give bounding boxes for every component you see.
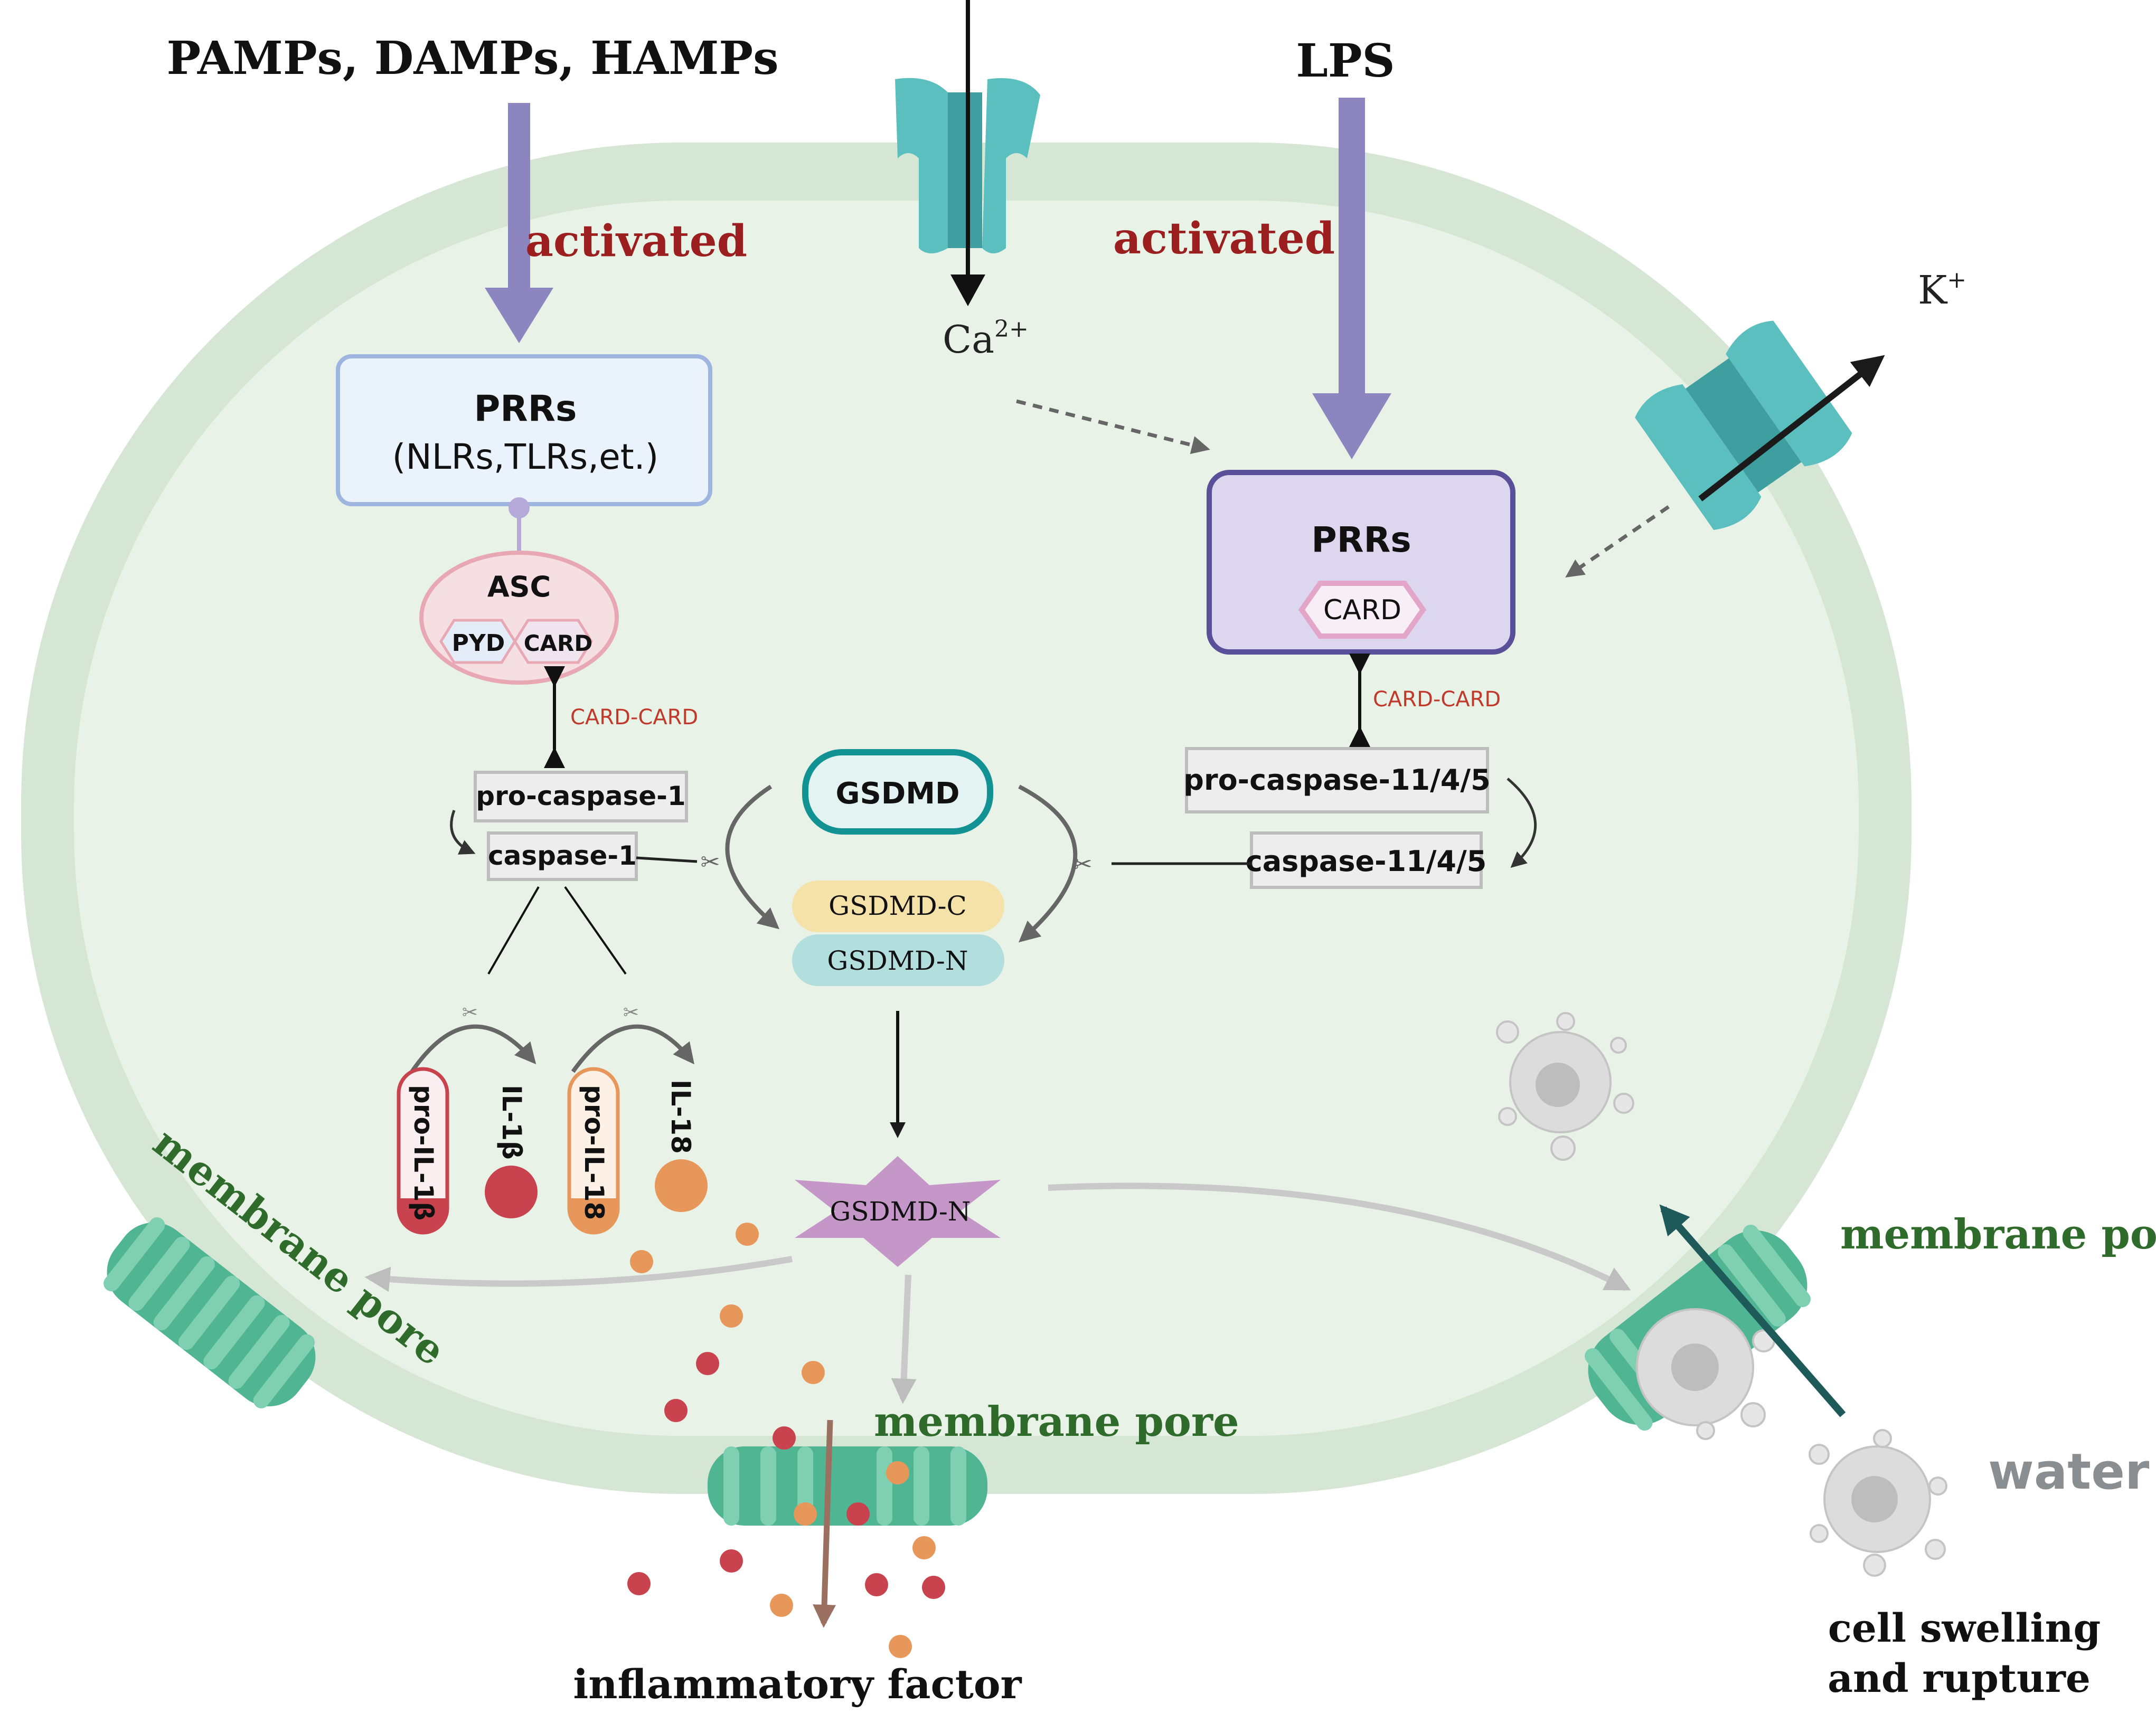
calcium-label: Ca2+ bbox=[943, 316, 1029, 362]
cell-debris-pore-icon bbox=[1636, 1308, 1775, 1440]
activation-arrow-left bbox=[485, 103, 553, 343]
cell-swelling-label-line2: and rupture bbox=[1828, 1656, 2091, 1701]
gsdmd-box bbox=[802, 749, 993, 835]
membrane-pore-right-label: membrane pore bbox=[1840, 1210, 2156, 1258]
il1b-molecule bbox=[485, 1166, 538, 1218]
pro-il18-capsule bbox=[567, 1067, 620, 1235]
asc-label: ASC bbox=[487, 570, 551, 603]
card-domain-asc bbox=[513, 619, 593, 664]
pro-il1b-fill bbox=[400, 1198, 446, 1231]
il18-cleavage: ✂ bbox=[564, 886, 694, 1073]
gsdmd-n-star-label: GSDMD-N bbox=[830, 1196, 971, 1227]
water-influx-arrow bbox=[1659, 1204, 1846, 1417]
potassium-label: K+ bbox=[1918, 267, 1966, 313]
gsdmd-cleave-arrow-left bbox=[725, 784, 780, 930]
caspase1-cleave-line bbox=[636, 856, 698, 863]
il18-label: IL-18 bbox=[665, 1080, 696, 1154]
pro-caspase1-label: pro-caspase-1 bbox=[476, 781, 685, 811]
pro-caspase11-label: pro-caspase-11/4/5 bbox=[1183, 763, 1490, 797]
svg-text:✂: ✂ bbox=[623, 1002, 639, 1024]
card-asc-label: CARD bbox=[524, 630, 593, 656]
inflammatory-release-arrow bbox=[813, 1419, 836, 1628]
caspase1-label: caspase-1 bbox=[488, 840, 637, 871]
cell-swelling-label-line1: cell swelling bbox=[1828, 1606, 2101, 1651]
il1b-label: IL-1β bbox=[496, 1085, 527, 1160]
pore-arrow-bottom bbox=[891, 1274, 917, 1404]
gsdmd-n-oligomer bbox=[795, 1156, 1001, 1267]
caspase11-activation-arrow bbox=[1507, 778, 1537, 868]
activated-label-left: activated bbox=[525, 216, 747, 267]
pore-arrow-right bbox=[1048, 1182, 1631, 1291]
prrs-left-subtitle: (NLRs,TLRs,et.) bbox=[392, 437, 659, 477]
card-card-label-left: CARD-CARD bbox=[570, 705, 698, 730]
membrane-pore-bottom-label: membrane pore bbox=[874, 1398, 1239, 1446]
prrs-asc-link-node bbox=[509, 497, 530, 518]
cell-debris-top-icon bbox=[1496, 1012, 1634, 1161]
gsdmd-n-label: GSDMD-N bbox=[827, 945, 968, 976]
il18-molecule bbox=[655, 1159, 708, 1212]
svg-text:✂: ✂ bbox=[462, 1002, 478, 1024]
calcium-channel-icon bbox=[895, 0, 1040, 306]
potassium-signal-arrow bbox=[1565, 505, 1670, 578]
prrs-right-box bbox=[1207, 470, 1515, 655]
card-card-link-left bbox=[544, 666, 565, 768]
pro-il1b-capsule bbox=[397, 1067, 449, 1235]
gsdmd-c-label: GSDMD-C bbox=[828, 891, 967, 921]
cell-debris-outside-icon bbox=[1809, 1429, 1947, 1577]
pro-il18-fill bbox=[571, 1198, 616, 1231]
pro-caspase1-box bbox=[474, 771, 688, 822]
caspase1-activation-arrow bbox=[450, 810, 476, 855]
scissor-left-icon: ✂ bbox=[701, 849, 720, 876]
pyd-label: PYD bbox=[452, 630, 505, 657]
potassium-channel-icon bbox=[1635, 320, 1852, 530]
membrane-pore-left-icon bbox=[103, 1217, 316, 1408]
pro-caspase11-box bbox=[1185, 747, 1489, 813]
card-right-label: CARD bbox=[1323, 594, 1401, 626]
prrs-right-title: PRRs bbox=[1311, 519, 1411, 560]
gsdmd-cleave-arrow-right bbox=[1018, 784, 1078, 943]
stimuli-left-label: PAMPs, DAMPs, HAMPs bbox=[166, 32, 778, 85]
card-domain-right bbox=[1298, 581, 1427, 639]
water-label: water bbox=[1988, 1443, 2150, 1501]
caspase11-label: caspase-11/4/5 bbox=[1246, 845, 1487, 878]
card-card-label-right: CARD-CARD bbox=[1373, 687, 1501, 712]
prrs-left-title: PRRs bbox=[474, 388, 577, 430]
gsdmd-n-box bbox=[792, 934, 1004, 986]
activation-arrow-right bbox=[1312, 98, 1391, 459]
gsdmd-label: GSDMD bbox=[836, 777, 960, 811]
caspase11-box bbox=[1250, 831, 1483, 889]
gsdmd-c-box bbox=[792, 881, 1004, 932]
released-cytokines bbox=[627, 1223, 945, 1658]
prrs-left-box bbox=[336, 354, 712, 506]
card-card-link-right bbox=[1349, 654, 1370, 747]
pro-il1b-label: pro-IL-1β bbox=[408, 1085, 439, 1220]
potassium-efflux-arrow bbox=[1698, 355, 1885, 501]
il1b-cleavage: ✂ bbox=[410, 886, 540, 1073]
pro-il18-label: pro-IL-18 bbox=[579, 1085, 609, 1220]
stimuli-right-label: LPS bbox=[1296, 34, 1395, 88]
activated-label-right: activated bbox=[1113, 213, 1335, 264]
inflammatory-factor-label: inflammatory factor bbox=[573, 1661, 1022, 1708]
caspase1-box bbox=[487, 831, 638, 881]
pore-arrow-left bbox=[364, 1256, 793, 1292]
membrane-pore-bottom-icon bbox=[708, 1446, 987, 1526]
